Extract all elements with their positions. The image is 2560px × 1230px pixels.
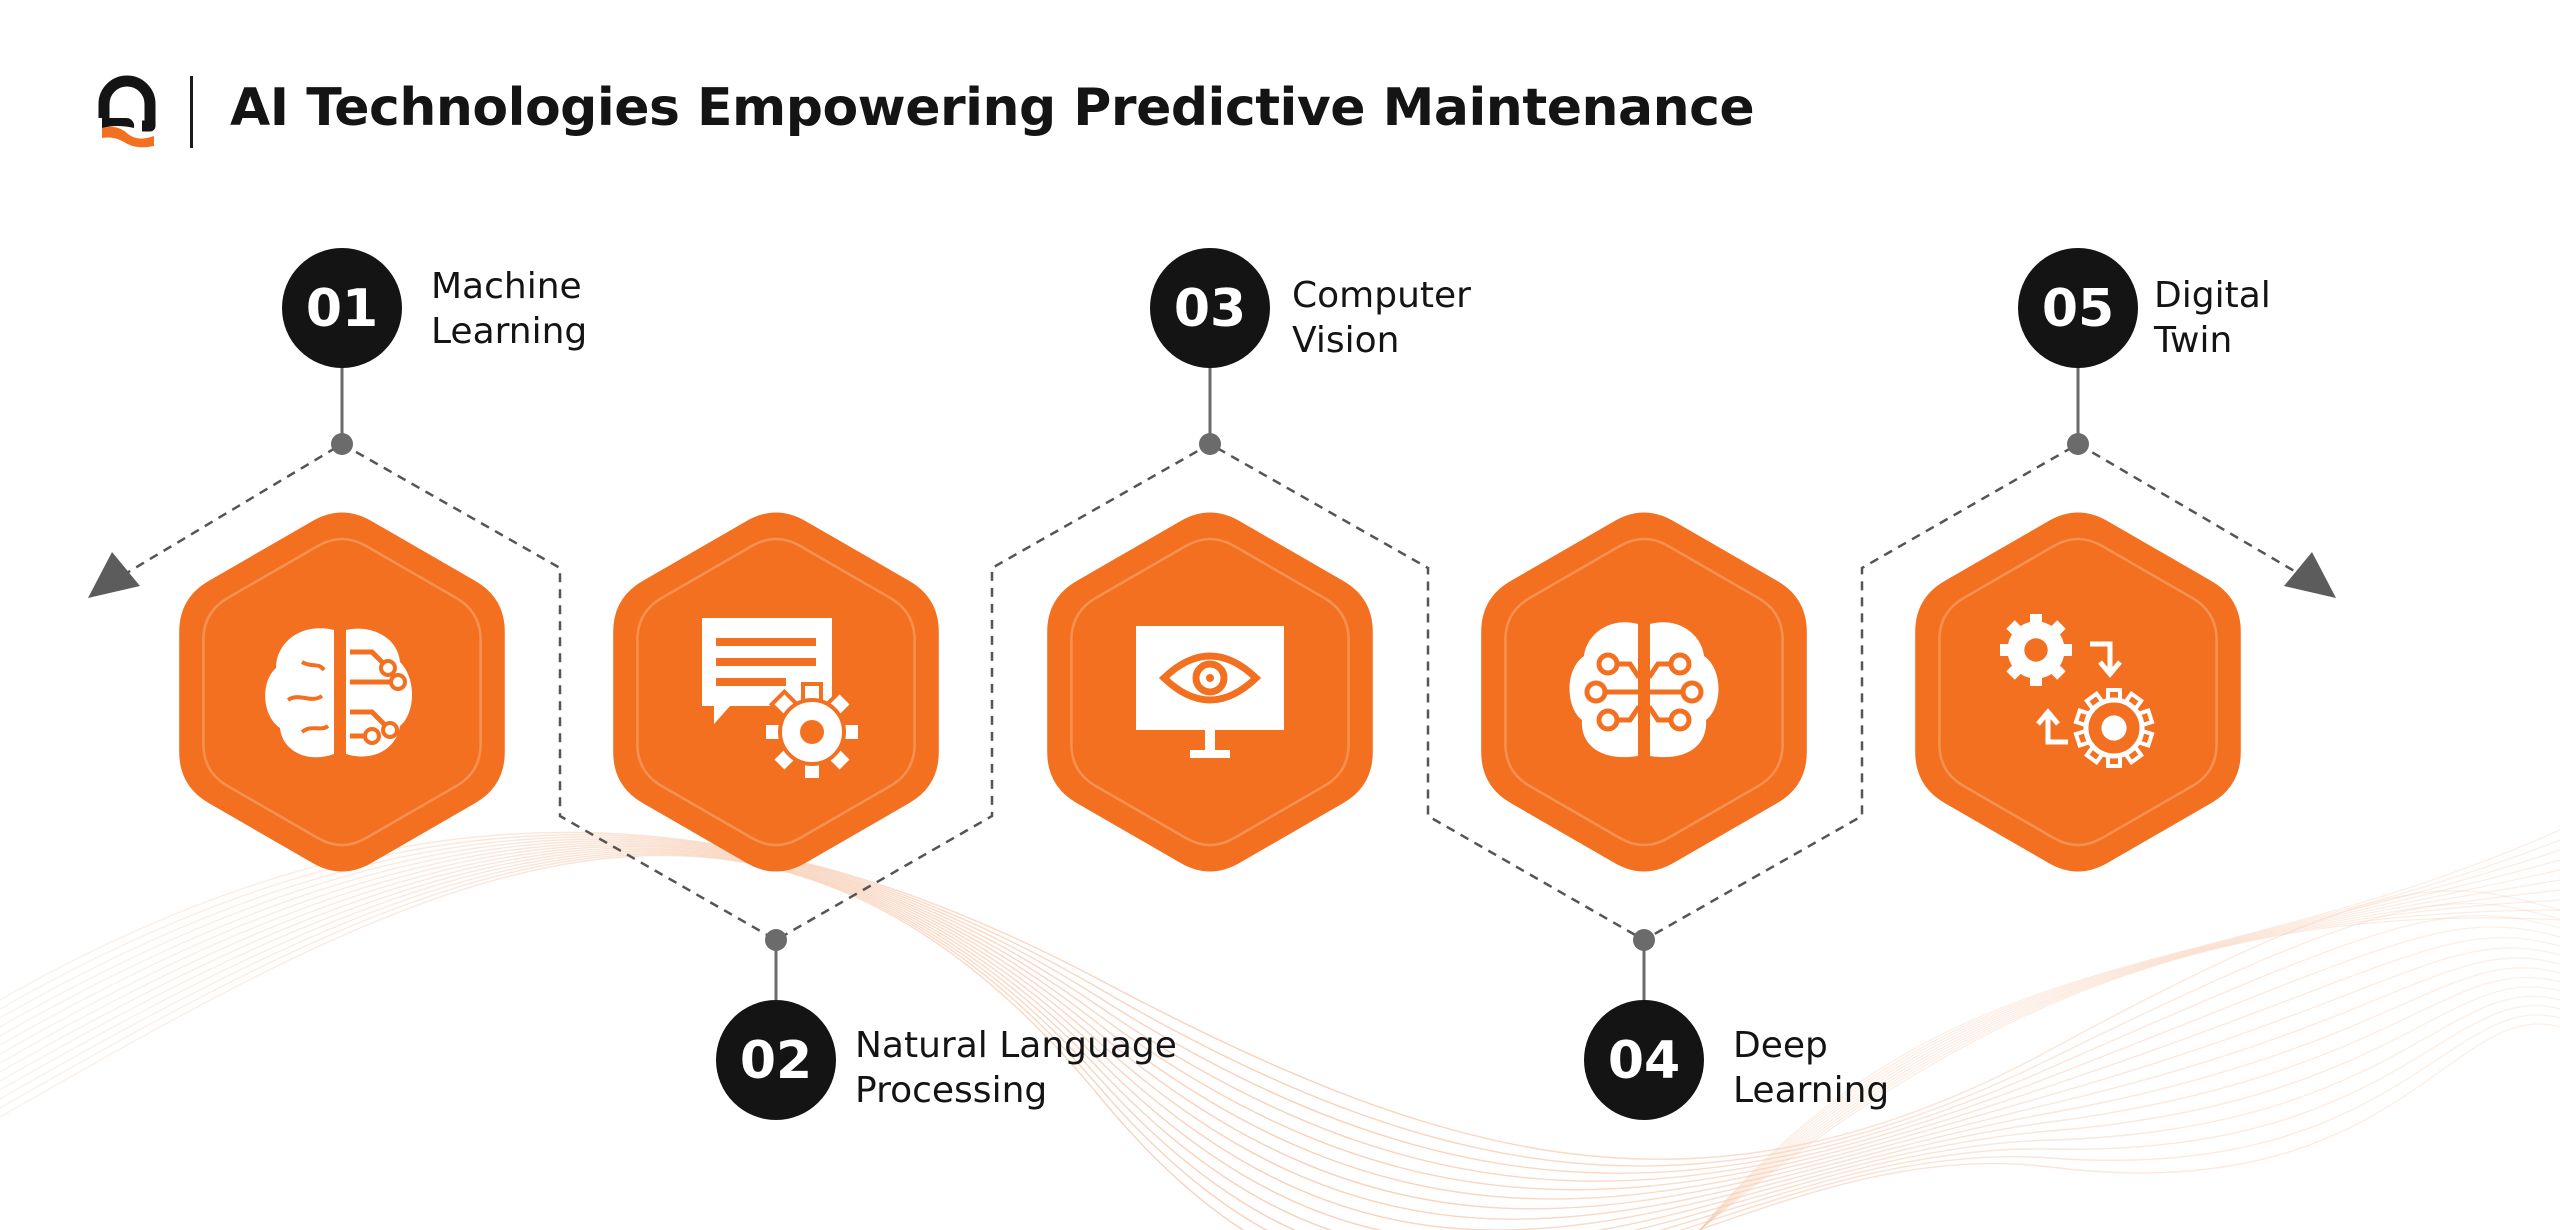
step-label-03: Computer Vision: [1292, 273, 1471, 363]
wave-line: [1699, 839, 2560, 1230]
step-node-03: 03: [1047, 248, 1373, 872]
connector-dot: [1633, 929, 1655, 951]
step-label-line2: Learning: [431, 311, 588, 352]
hexagon-inner-ring: [636, 537, 916, 847]
connector-dot: [765, 929, 787, 951]
step-node-02: 02: [613, 512, 939, 1120]
wave-line: [0, 834, 2560, 1167]
step-number: 04: [1608, 1031, 1680, 1091]
wave-line: [0, 851, 2560, 1230]
step-label-line2: Vision: [1292, 320, 1400, 361]
wave-line: [1699, 859, 2560, 1230]
step-label-02: Natural Language Processing: [855, 1023, 1177, 1113]
header-divider: [190, 76, 193, 148]
step-number: 03: [1174, 279, 1246, 339]
wave-line: [1699, 917, 2560, 1230]
monitor-eye-icon: [1136, 626, 1284, 758]
wave-line: [0, 838, 2560, 1182]
hexagon-shape: [1915, 512, 2241, 872]
step-number: 02: [740, 1031, 812, 1091]
step-label-05: Digital Twin: [2154, 273, 2271, 363]
wave-line: [0, 853, 2560, 1230]
hexagon-inner-ring: [1504, 537, 1784, 847]
background-waves: [0, 829, 2560, 1230]
page-title: AI Technologies Empowering Predictive Ma…: [230, 78, 1755, 138]
connector-dot: [1199, 433, 1221, 455]
chat-gear-icon: [702, 618, 862, 782]
wave-line: [1699, 829, 2560, 1230]
step-number-badge: [716, 1000, 836, 1120]
step-label-line1: Machine: [431, 266, 582, 307]
gears-sync-icon: [2000, 614, 2155, 768]
step-label-line2: Twin: [2154, 320, 2233, 361]
wave-line: [1699, 879, 2560, 1230]
wave-line: [0, 831, 2560, 1160]
wave-line: [1699, 889, 2560, 1230]
step-label-line2: Processing: [855, 1070, 1048, 1111]
step-node-01: 01: [179, 248, 505, 872]
step-number: 01: [306, 279, 378, 339]
wave-line: [1699, 849, 2560, 1230]
step-number: 05: [2042, 279, 2114, 339]
connector-dot: [2067, 433, 2089, 455]
arrow-left-icon: [88, 552, 140, 598]
wave-line: [0, 840, 2560, 1191]
wave-line: [0, 850, 2560, 1230]
step-label-line2: Learning: [1733, 1070, 1890, 1111]
step-label-04: Deep Learning: [1733, 1023, 1889, 1113]
wave-line: [1699, 869, 2560, 1230]
wave-line: [0, 845, 2560, 1220]
wave-line: [0, 844, 2560, 1210]
step-label-01: Machine Learning: [431, 264, 587, 354]
hexagon-inner-ring: [1070, 537, 1350, 847]
step-label-line1: Computer: [1292, 275, 1471, 316]
step-number-badge: [1150, 248, 1270, 368]
brain-circuit-icon: [265, 628, 412, 758]
wave-line: [1699, 899, 2560, 1230]
hexagon-inner-ring: [1938, 537, 2218, 847]
step-number-badge: [282, 248, 402, 368]
hexagon-inner-ring: [202, 537, 482, 847]
wave-line: [0, 848, 2560, 1230]
brain-network-icon: [1569, 622, 1719, 758]
arrow-right-icon: [2284, 552, 2336, 598]
company-logo: [98, 75, 156, 148]
step-node-05: 05: [1915, 248, 2241, 872]
connector-dot: [331, 433, 353, 455]
wave-line: [1699, 909, 2560, 1230]
step-label-line1: Deep: [1733, 1025, 1828, 1066]
step-number-badge: [1584, 1000, 1704, 1120]
wave-line: [0, 854, 2560, 1230]
wave-line: [0, 847, 2560, 1230]
step-node-04: 04: [1481, 512, 1807, 1120]
wave-line: [0, 842, 2560, 1200]
wave-line: [0, 836, 2560, 1174]
step-label-line1: Digital: [2154, 275, 2271, 316]
step-label-line1: Natural Language: [855, 1025, 1177, 1066]
step-number-badge: [2018, 248, 2138, 368]
